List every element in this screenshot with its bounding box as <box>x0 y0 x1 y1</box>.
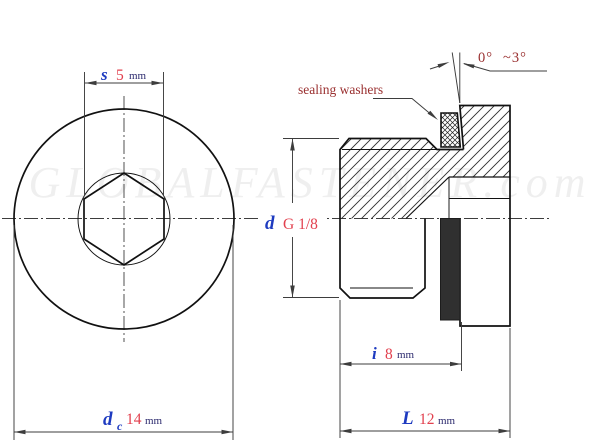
dimension-socket-width: s 5 mm <box>84 65 164 196</box>
dim-s-value: 5 <box>116 67 124 84</box>
socket-cavity-lines <box>405 176 510 219</box>
dimension-head-diameter: d c 14 mm <box>13 225 234 440</box>
dim-dc-subscript: c <box>117 419 123 433</box>
callout-sealing-washers: sealing washers <box>298 82 438 120</box>
dim-i-unit: mm <box>397 349 415 361</box>
dim-i-symbol: i <box>372 344 377 363</box>
section-view <box>339 52 511 327</box>
sealing-washer-section <box>440 112 462 148</box>
dimension-thread-length: i 8 mm <box>340 322 462 371</box>
dim-dc-value: 14 <box>126 411 142 428</box>
dimension-thread-size: d G 1/8 <box>261 138 339 298</box>
dim-i-value: 8 <box>385 346 393 363</box>
dim-L-value: 12 <box>419 411 435 428</box>
sealing-washers-label: sealing washers <box>298 82 383 97</box>
head-outer-circle <box>13 108 235 330</box>
dim-d-value: G 1/8 <box>283 216 318 233</box>
label-backing <box>261 210 325 232</box>
dim-dc-symbol: d <box>103 409 113 430</box>
dim-d-symbol: d <box>265 213 275 234</box>
dim-L-symbol: L <box>401 408 414 429</box>
angle-min-label: 0° <box>478 50 493 66</box>
sealing-washer-external <box>440 218 461 321</box>
dim-L-unit: mm <box>438 415 456 427</box>
dimension-total-length: L 12 mm <box>339 300 511 438</box>
hex-socket <box>83 171 165 267</box>
front-view <box>13 108 235 330</box>
body-section-hatch <box>340 105 510 219</box>
dim-s-symbol: s <box>100 65 108 84</box>
face-angle-lines <box>451 52 461 104</box>
angle-max-label: ~3° <box>503 50 527 66</box>
dim-dc-unit: mm <box>145 415 163 427</box>
dim-s-unit: mm <box>129 70 147 82</box>
callout-face-angle: 0° ~3° <box>429 50 547 72</box>
